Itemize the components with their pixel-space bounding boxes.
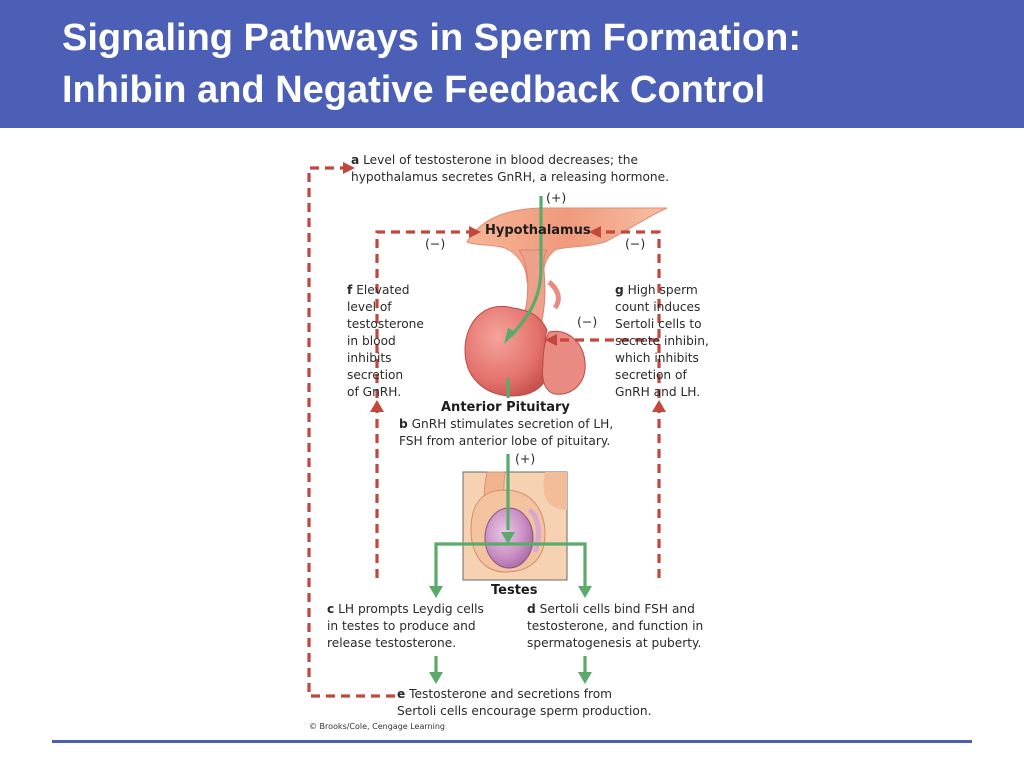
- step-c-line-1: c LH prompts Leydig cells: [327, 601, 484, 618]
- minus-sign-f: (−): [425, 236, 446, 251]
- anterior-pituitary-shape: [464, 305, 548, 397]
- step-g-line-6: secretion of: [615, 368, 687, 382]
- step-a-letter: a: [351, 153, 360, 167]
- footer-rule: [52, 740, 972, 743]
- step-g-line-5: which inhibits: [615, 351, 699, 365]
- feedback-diagram: a Level of testosterone in blood decreas…: [305, 150, 717, 738]
- hypothalamus-shape: [466, 207, 668, 283]
- step-d-text-1: Sertoli cells bind FSH and: [539, 602, 695, 616]
- step-e-letter: e: [397, 687, 406, 701]
- step-b-letter: b: [399, 417, 408, 431]
- anterior-pituitary-label: Anterior Pituitary: [441, 400, 570, 415]
- step-g-line-7: GnRH and LH.: [615, 385, 701, 399]
- step-b-line-1: b GnRH stimulates secretion of LH,: [399, 416, 613, 433]
- step-c-text-1: LH prompts Leydig cells: [338, 602, 484, 616]
- step-d-letter: d: [527, 602, 536, 616]
- slide-title-line-1: Signaling Pathways in Sperm Formation:: [62, 17, 801, 59]
- step-g-text-1: High sperm: [627, 283, 698, 297]
- step-f-line-3: testosterone: [347, 317, 424, 331]
- step-a-text-1: Level of testosterone in blood decreases…: [363, 153, 639, 167]
- plus-sign-lh-fsh: (+): [515, 451, 536, 466]
- posterior-pituitary-shape: [542, 330, 586, 395]
- plus-sign-gnrh: (+): [546, 190, 567, 205]
- step-f-line-2: level of: [347, 300, 392, 314]
- step-d-line-2: testosterone, and function in: [527, 619, 704, 633]
- step-g-line-3: Sertoli cells to: [615, 317, 702, 331]
- step-f-line-6: secretion: [347, 368, 404, 382]
- inhibitory-arrows: [307, 166, 661, 698]
- stimulatory-arrowheads: [429, 328, 592, 684]
- step-f-line-4: in blood: [347, 334, 396, 348]
- slide-title-bar: Signaling Pathways in Sperm Formation: I…: [0, 0, 1024, 128]
- inhibitory-arrowheads: [343, 162, 666, 412]
- slide-title-line-2: Inhibin and Negative Feedback Control: [62, 69, 766, 111]
- step-g-letter: g: [615, 283, 624, 297]
- step-a-line-1: a Level of testosterone in blood decreas…: [351, 152, 638, 169]
- step-e-text-1: Testosterone and secretions from: [409, 687, 613, 701]
- step-d-line-1: d Sertoli cells bind FSH and: [527, 601, 695, 618]
- minus-sign-pituitary: (−): [577, 314, 598, 329]
- step-c-line-3: release testosterone.: [327, 636, 457, 650]
- step-a-line-2: hypothalamus secretes GnRH, a releasing …: [351, 170, 670, 184]
- testes-label: Testes: [491, 583, 538, 598]
- step-f-line-7: of GnRH.: [347, 385, 402, 399]
- copyright-credit: © Brooks/Cole, Cengage Learning: [309, 722, 445, 731]
- step-b-text-1: GnRH stimulates secretion of LH,: [411, 417, 614, 431]
- step-f-letter: f: [347, 283, 353, 297]
- step-f-line-1: f Elevated: [347, 282, 409, 299]
- step-c-line-2: in testes to produce and: [327, 619, 476, 633]
- step-e-line-1: e Testosterone and secretions from: [397, 686, 612, 703]
- step-g-line-4: secrete inhibin,: [615, 334, 709, 348]
- step-g-line-1: g High sperm: [615, 282, 698, 299]
- minus-sign-g: (−): [625, 236, 646, 251]
- diagram-artwork: [307, 162, 668, 698]
- step-g-line-2: count induces: [615, 300, 701, 314]
- step-f-line-5: inhibits: [347, 351, 392, 365]
- step-e-line-2: Sertoli cells encourage sperm production…: [397, 704, 652, 718]
- step-c-letter: c: [327, 602, 335, 616]
- stimulatory-arrows: [434, 196, 587, 674]
- hypothalamus-label: Hypothalamus: [485, 223, 591, 238]
- step-b-line-2: FSH from anterior lobe of pituitary.: [399, 434, 611, 448]
- step-d-line-3: spermatogenesis at puberty.: [527, 636, 702, 650]
- step-f-text-1: Elevated: [356, 283, 410, 297]
